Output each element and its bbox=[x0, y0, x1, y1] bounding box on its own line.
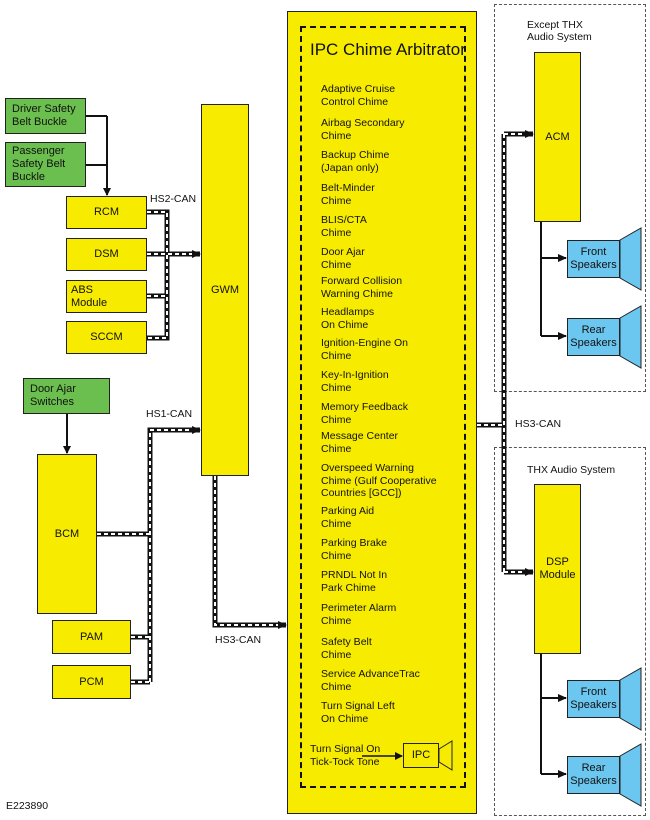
chime-item: BLIS/CTA Chime bbox=[321, 214, 367, 239]
chime-item: Forward Collision Warning Chime bbox=[321, 275, 403, 300]
passenger-belt-buckle-label: Passenger Safety Belt Buckle bbox=[12, 145, 66, 183]
chime-item: Parking Aid Chime bbox=[321, 505, 375, 530]
pam-box: PAM bbox=[52, 620, 131, 654]
chime-item: Message Center Chime bbox=[321, 430, 399, 455]
hs2-can-bus bbox=[147, 209, 201, 341]
chime-item: Service AdvanceTrac Chime bbox=[321, 668, 420, 693]
acm-box: ACM bbox=[534, 52, 581, 222]
chime-item: Overspeed Warning Chime (Gulf Cooperativ… bbox=[321, 462, 437, 499]
dsp-module-label: DSP Module bbox=[539, 556, 576, 581]
hs2-can-label: HS2-CAN bbox=[150, 193, 197, 205]
chime-item: Safety Belt Chime bbox=[321, 636, 372, 661]
chime-item: Backup Chime (Japan only) bbox=[321, 149, 390, 174]
chime-item: Ignition-Engine On Chime bbox=[321, 337, 408, 362]
door-ajar-switches-box: Door Ajar Switches bbox=[23, 378, 110, 414]
ipc-box: IPC bbox=[403, 743, 439, 768]
chime-item: Memory Feedback Chime bbox=[321, 401, 408, 426]
rear-speakers-label: Rear Speakers bbox=[570, 762, 617, 787]
chime-item: Parking Brake Chime bbox=[321, 537, 387, 562]
chime-item: Door Ajar Chime bbox=[321, 246, 365, 271]
rcm-box: RCM bbox=[66, 196, 147, 229]
door-ajar-switches-label: Door Ajar Switches bbox=[30, 383, 76, 408]
front-speakers-label: Front Speakers bbox=[570, 686, 617, 711]
chime-item: Adaptive Cruise Control Chime bbox=[321, 83, 396, 108]
chime-item: Perimeter Alarm Chime bbox=[321, 602, 397, 627]
chime-item: PRNDL Not In Park Chime bbox=[321, 569, 388, 594]
front-speakers-box-acm: Front Speakers bbox=[567, 240, 620, 278]
dsp-module-box: DSP Module bbox=[534, 484, 581, 654]
thx-label: THX Audio System bbox=[527, 464, 616, 476]
ipc-title: IPC Chime Arbitrator bbox=[310, 40, 466, 59]
rear-speakers-box-dsp: Rear Speakers bbox=[567, 756, 620, 794]
hs3-can-label-bottom: HS3-CAN bbox=[215, 634, 262, 646]
driver-belt-buckle-box: Driver Safety Belt Buckle bbox=[5, 98, 86, 134]
dsm-box: DSM bbox=[66, 238, 147, 271]
gwm-box: GWM bbox=[201, 104, 249, 476]
chime-item: Turn Signal Left On Chime bbox=[321, 700, 395, 725]
hs3-can-label-right: HS3-CAN bbox=[515, 418, 562, 430]
thx-enclosure bbox=[494, 447, 646, 816]
except-thx-label: Except THX Audio System bbox=[527, 19, 592, 43]
ipc-inner-dashed bbox=[300, 26, 466, 788]
rear-speakers-box-acm: Rear Speakers bbox=[567, 318, 620, 356]
pcm-box: PCM bbox=[52, 665, 131, 699]
figure-id-label: E223890 bbox=[6, 800, 49, 812]
chime-item: Airbag Secondary Chime bbox=[321, 117, 405, 142]
sccm-box: SCCM bbox=[66, 321, 147, 354]
driver-belt-buckle-label: Driver Safety Belt Buckle bbox=[12, 103, 76, 128]
chime-item: Headlamps On Chime bbox=[321, 306, 375, 331]
abs-module-box: ABS Module bbox=[66, 280, 147, 313]
front-speakers-label: Front Speakers bbox=[570, 246, 617, 271]
rear-speakers-label: Rear Speakers bbox=[570, 324, 617, 349]
tick-tock-label: Turn Signal On Tick-Tock Tone bbox=[310, 743, 381, 768]
chime-item: Belt-Minder Chime bbox=[321, 182, 375, 207]
passenger-belt-buckle-box: Passenger Safety Belt Buckle bbox=[5, 142, 86, 187]
hs3-can-bus-gwm-ipc bbox=[212, 476, 287, 629]
bcm-box: BCM bbox=[37, 454, 97, 614]
chime-item: Key-In-Ignition Chime bbox=[321, 369, 389, 394]
front-speakers-box-dsp: Front Speakers bbox=[567, 680, 620, 718]
abs-module-label: ABS Module bbox=[71, 283, 108, 309]
hs1-can-label: HS1-CAN bbox=[146, 408, 193, 420]
ipc-chime-arbitrator-box bbox=[287, 11, 477, 814]
